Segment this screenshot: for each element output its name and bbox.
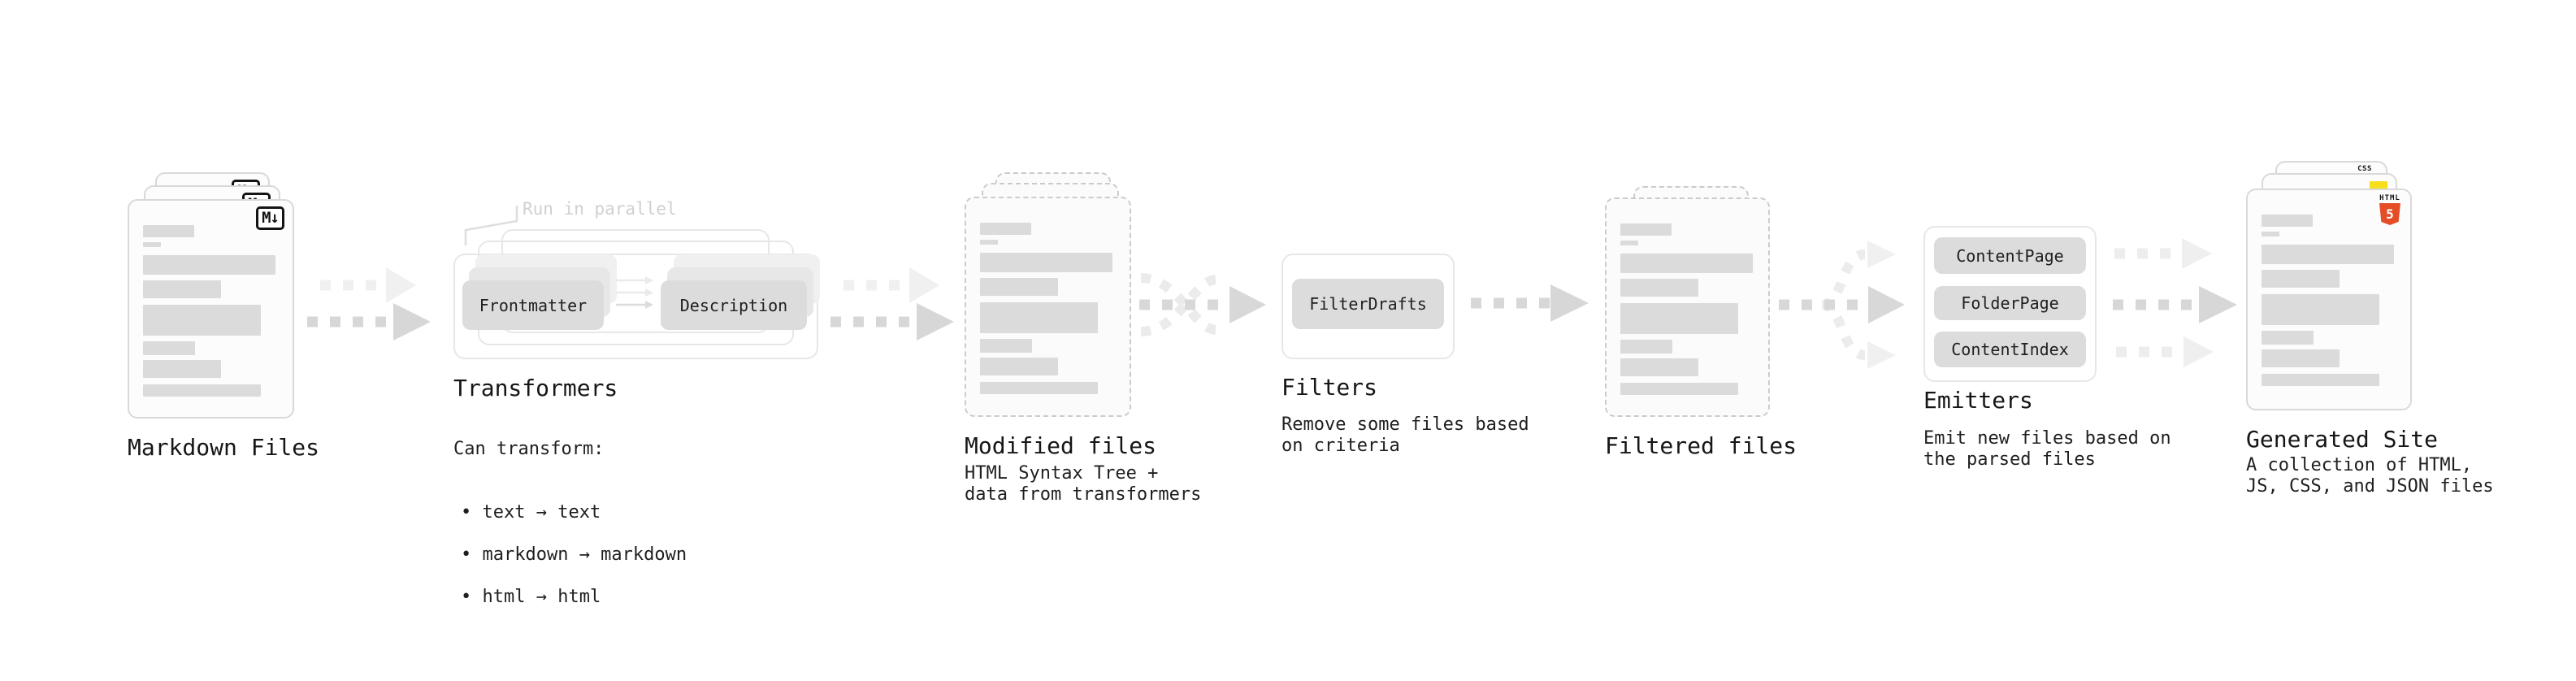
transformers-node: Run in parallel Frontmatter Description … [453, 195, 835, 607]
emitters-description: Emit new files based on the parsed files [1923, 428, 2171, 470]
transform-type-item: • html → html [461, 587, 601, 607]
text-placeholder-bars [2262, 215, 2399, 401]
transformer-group-outline-front [453, 254, 818, 359]
modified-files-description: HTML Syntax Tree + data from transformer… [965, 463, 1202, 505]
filters-description: Remove some files based on criteria [1281, 414, 1529, 456]
markdown-files-node: M↓ M↓ M↓ Markdown Files [128, 158, 339, 508]
arrow-emitter-bottom-to-site [2116, 336, 2214, 367]
filtered-files-label: Filtered files [1605, 432, 1798, 459]
transform-type-item: • markdown → markdown [461, 544, 687, 565]
arrow-markdown-to-transformers [307, 267, 431, 340]
arrow-filtered-to-emitters-split [1779, 241, 1905, 369]
emitters-node: ContentPage FolderPage ContentIndex Emit… [1923, 226, 2184, 494]
filters-label: Filters [1281, 374, 1378, 401]
markdown-icon: M↓ [256, 206, 284, 230]
filterdrafts-filter: FilterDrafts [1292, 279, 1444, 329]
html5-icon: HTML 5 [2376, 194, 2404, 225]
generated-site-label: Generated Site [2246, 426, 2439, 453]
contentpage-emitter: ContentPage [1934, 237, 2086, 274]
filtered-file-card-front [1605, 197, 1770, 417]
transform-types-list: • text → text • markdown → markdown • ht… [453, 481, 687, 629]
transformers-description: Can transform: • text → text • markdown … [453, 418, 687, 650]
description-transformer: Description [661, 280, 807, 330]
emitters-label: Emitters [1923, 387, 2033, 414]
text-placeholder-bars [980, 223, 1118, 407]
filtered-files-node: Filtered files [1605, 158, 1865, 484]
text-placeholder-bars [1620, 223, 1757, 407]
parallel-flow-arrows-icon [616, 276, 653, 309]
text-placeholder-bars [143, 225, 281, 409]
folderpage-emitter: FolderPage [1934, 286, 2086, 320]
transform-type-item: • text → text [461, 502, 601, 523]
arrow-modified-to-filters-merge [1139, 273, 1266, 336]
can-transform-title: Can transform: [453, 439, 605, 459]
markdown-files-label: Markdown Files [128, 434, 320, 461]
frontmatter-transformer: Frontmatter [462, 280, 604, 330]
arrow-emitter-middle-to-site [2113, 286, 2237, 323]
generated-site-description: A collection of HTML, JS, CSS, and JSON … [2246, 455, 2494, 497]
contentindex-emitter: ContentIndex [1934, 332, 2086, 367]
modified-file-card-front [965, 197, 1131, 417]
run-in-parallel-annotation: Run in parallel [523, 199, 677, 219]
modified-files-label: Modified files [965, 432, 1157, 459]
modified-files-node: Modified files HTML Syntax Tree + data f… [965, 158, 1225, 516]
annotation-leader-line [464, 206, 518, 245]
transformers-label: Transformers [453, 375, 618, 401]
html-file-card: HTML 5 [2246, 189, 2412, 410]
arrow-filters-to-filtered [1471, 284, 1589, 322]
arrow-emitter-top-to-site [2114, 238, 2212, 269]
generated-site-node: CSS HTML 5 Generated Site A collection o… [2246, 158, 2522, 516]
markdown-file-card-front: M↓ [128, 199, 294, 419]
arrow-transformers-to-modified [830, 267, 954, 340]
filters-node: FilterDrafts Filters Remove some files b… [1281, 254, 1542, 497]
